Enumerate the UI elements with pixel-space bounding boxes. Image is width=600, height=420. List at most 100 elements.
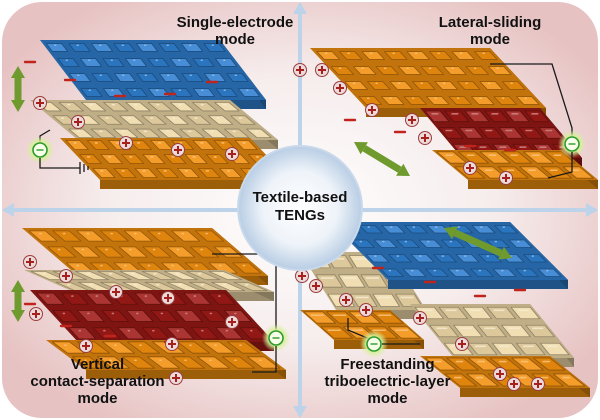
positive-charge-icon (309, 279, 323, 293)
led-icon (360, 330, 388, 358)
fabric-cream-se-weave-cell (230, 115, 256, 125)
fabric-orange-ft-right-weave-cell (424, 357, 458, 371)
lateral-sliding-line2: mode (469, 31, 510, 48)
divider-arrow-bottom (293, 406, 307, 418)
fabric-orange-ls-weave-cell (451, 51, 475, 60)
fabric-red-vcs-top (30, 290, 274, 342)
freestanding-label: Freestanding triboelectric-layer mode (295, 356, 480, 407)
fabric-blue-se-weave-cell (147, 58, 170, 67)
positive-charge-icon (405, 113, 419, 127)
fabric-orange-vcs-weave-cell (118, 246, 148, 258)
fabric-orange-vcs-bottom-weave-cell (52, 341, 85, 354)
freestanding-line3: mode (367, 390, 408, 407)
fabric-orange-se-weave-cell (176, 168, 200, 178)
fabric-blue-se-weave-cell (91, 73, 114, 82)
fabric-blue-ft-weave-cell (471, 225, 496, 234)
fabric-orange-ls-weave-cell (398, 66, 422, 75)
fabric-cream-se-weave-cell (90, 128, 116, 139)
lateral-motion-arrow-ft-shaft (453, 229, 503, 257)
fabric-orange-vcs-bottom-weave-cell (127, 341, 161, 354)
fabric-orange-vcs-bottom-weave-cell (221, 356, 256, 369)
fabric-orange-vcs-weave-cell (28, 230, 58, 242)
fabric-orange-ft-right-weave-cell (444, 373, 478, 387)
positive-charge-icon (315, 63, 329, 77)
fabric-red-vcs-weave-cell (60, 292, 89, 305)
fabric-cream-se-weave-cell (112, 128, 139, 139)
fabric-blue-ft-weave-cell (410, 254, 435, 263)
fabric-orange-ls-weave-cell (426, 96, 450, 105)
fabric-red-ls-weave-cell (498, 127, 524, 139)
positive-charge-icon (33, 96, 47, 110)
fabric-orange-ls-weave-cell (488, 66, 512, 75)
fabric-red-ls-weave-cell (504, 110, 530, 123)
fabric-blue-se-weave-cell (181, 73, 204, 82)
fabric-blue-ft-weave-cell (447, 268, 472, 277)
fabric-blue-ft-weave-cell (441, 239, 465, 248)
fabric-blue-se-weave-cell (68, 43, 91, 52)
fabric-red-vcs-weave-cell (36, 292, 65, 305)
fabric-orange-vcs-weave-cell (47, 246, 77, 258)
lateral-sliding-line1: Lateral-sliding (438, 14, 542, 31)
center-title-line2: TENGs (274, 207, 325, 224)
lateral-motion-arrow-ls-head (396, 163, 410, 176)
positive-charge-icon (455, 337, 469, 351)
fabric-red-vcs-weave-cell (68, 327, 97, 340)
fabric-blue-se-weave-cell (45, 43, 69, 52)
fabric-orange-ls-weave-cell (358, 96, 382, 105)
fabric-orange-vcs-weave-cell (76, 230, 106, 242)
fabric-orange-vcs-weave-cell (71, 246, 101, 258)
fabric-orange-se-weave-cell (79, 154, 102, 164)
fabric-orange-vcs-weave-cell (189, 246, 219, 258)
fabric-blue-se-weave-cell (102, 58, 125, 67)
divider-arrow-left (2, 203, 14, 217)
fabric-blue-ft-weave-cell (402, 268, 427, 277)
fabric-blue-ft-weave-cell (433, 254, 457, 263)
positive-charge-icon (499, 171, 513, 185)
positive-charge-icon (295, 269, 309, 283)
fabric-red-vcs-weave-cell (85, 292, 114, 305)
positive-charge-icon (169, 371, 183, 385)
fabric-orange-ls-bottom-weave-cell (501, 151, 533, 164)
fabric-red-vcs-weave-cell (117, 327, 146, 340)
positive-charge-icon (59, 269, 73, 283)
single-electrode-line1: Single-electrode (176, 14, 294, 31)
lateral-motion-arrow-ft (444, 226, 512, 260)
fabric-cream-se-weave-cell (246, 128, 272, 139)
annotations (11, 60, 586, 391)
positive-charge-icon (365, 103, 379, 117)
fabric-red-vcs-weave-cell (215, 327, 244, 340)
fabric-cream-se-weave-cell (80, 102, 107, 112)
fabric-orange-se-weave-cell (155, 168, 179, 178)
fabric-red-vcs-weave-cell (183, 292, 212, 305)
fabric-orange-ls-weave-cell (406, 51, 430, 60)
fabric-blue-ft-weave-cell (381, 225, 406, 234)
fabric-orange-vcs-bottom-weave-cell (146, 356, 181, 369)
vertical-motion-arrow-vcs (11, 280, 25, 322)
positive-charge-icon (339, 293, 353, 307)
positive-charge-icon (507, 377, 521, 391)
fabric-blue-se-weave-cell (169, 58, 193, 67)
fabric-orange-ft-right-weave-cell (446, 357, 479, 371)
fabric-cream-se-weave-cell (125, 102, 151, 112)
vertical-motion-arrow-vcs-head (11, 310, 25, 322)
fabric-orange-ls-weave-cell (493, 96, 517, 105)
fabric-cream-vcs-weave-cell (119, 270, 154, 281)
fabric-red-ls-weave-cell (458, 127, 484, 139)
center-circle-ring (237, 145, 363, 271)
led-icon (558, 130, 586, 158)
fabric-cream-se-weave-cell (192, 102, 218, 112)
fabric-red-vcs-weave-cell (166, 327, 195, 340)
fabric-blue-se-weave-cell (124, 58, 148, 67)
fabric-orange-ft-right-weave-cell (532, 357, 566, 371)
fabric-cream-se-weave-cell (169, 102, 196, 112)
lateral-motion-arrow-ft-head (444, 226, 458, 240)
vertical-motion-arrow-se (11, 66, 25, 112)
fabric-red-ls-weave-cell (438, 127, 464, 139)
fabric-blue-ft-weave-cell (494, 225, 518, 234)
fabric-cream-se-weave-cell (147, 102, 173, 112)
fabric-blue-ft-weave-cell (537, 268, 562, 277)
fabric-orange-ls-weave-cell (420, 66, 444, 75)
fabric-cream-se-weave-cell (163, 115, 189, 125)
fabric-blue-se-weave-cell (113, 73, 137, 82)
